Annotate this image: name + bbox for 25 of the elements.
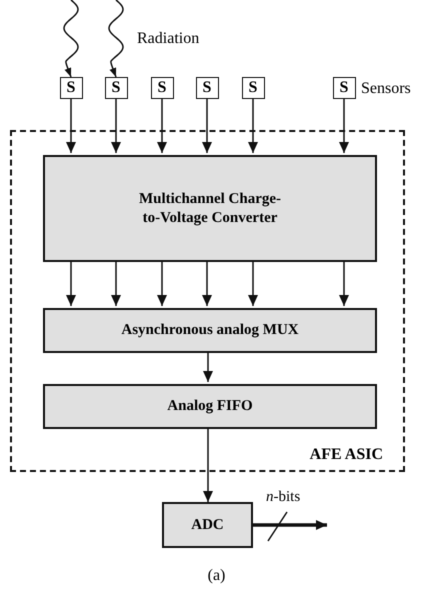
annotation-label: Sensors: [361, 80, 411, 98]
block-box: [43, 308, 377, 353]
block-box: [43, 155, 377, 262]
block-label: S: [66, 79, 76, 97]
sensor-box: [60, 77, 82, 99]
block-label: S: [338, 79, 350, 97]
block-label: S: [202, 79, 212, 97]
block-label: S: [248, 79, 258, 97]
sensor-box: [104, 77, 128, 99]
block-label: S: [156, 79, 168, 97]
block-box: [162, 502, 253, 548]
block-label: Analog FIFO: [166, 397, 254, 416]
block-label: Multichannel Charge-to-Voltage Converter: [138, 190, 282, 228]
group-label: AFE ASIC: [310, 446, 383, 464]
sensor-box: [150, 77, 174, 99]
annotation-label: Radiation: [137, 30, 200, 48]
block-label: ADC: [190, 516, 225, 534]
asic-boundary: [10, 130, 405, 472]
sensor-box: [196, 77, 218, 99]
block-label: S: [110, 79, 122, 97]
figure-caption: (a): [206, 567, 226, 585]
sensor-box: [242, 77, 264, 99]
sensor-box: [332, 77, 356, 99]
block-label: Asynchronous analog MUX: [120, 321, 300, 340]
block-box: [43, 384, 377, 429]
